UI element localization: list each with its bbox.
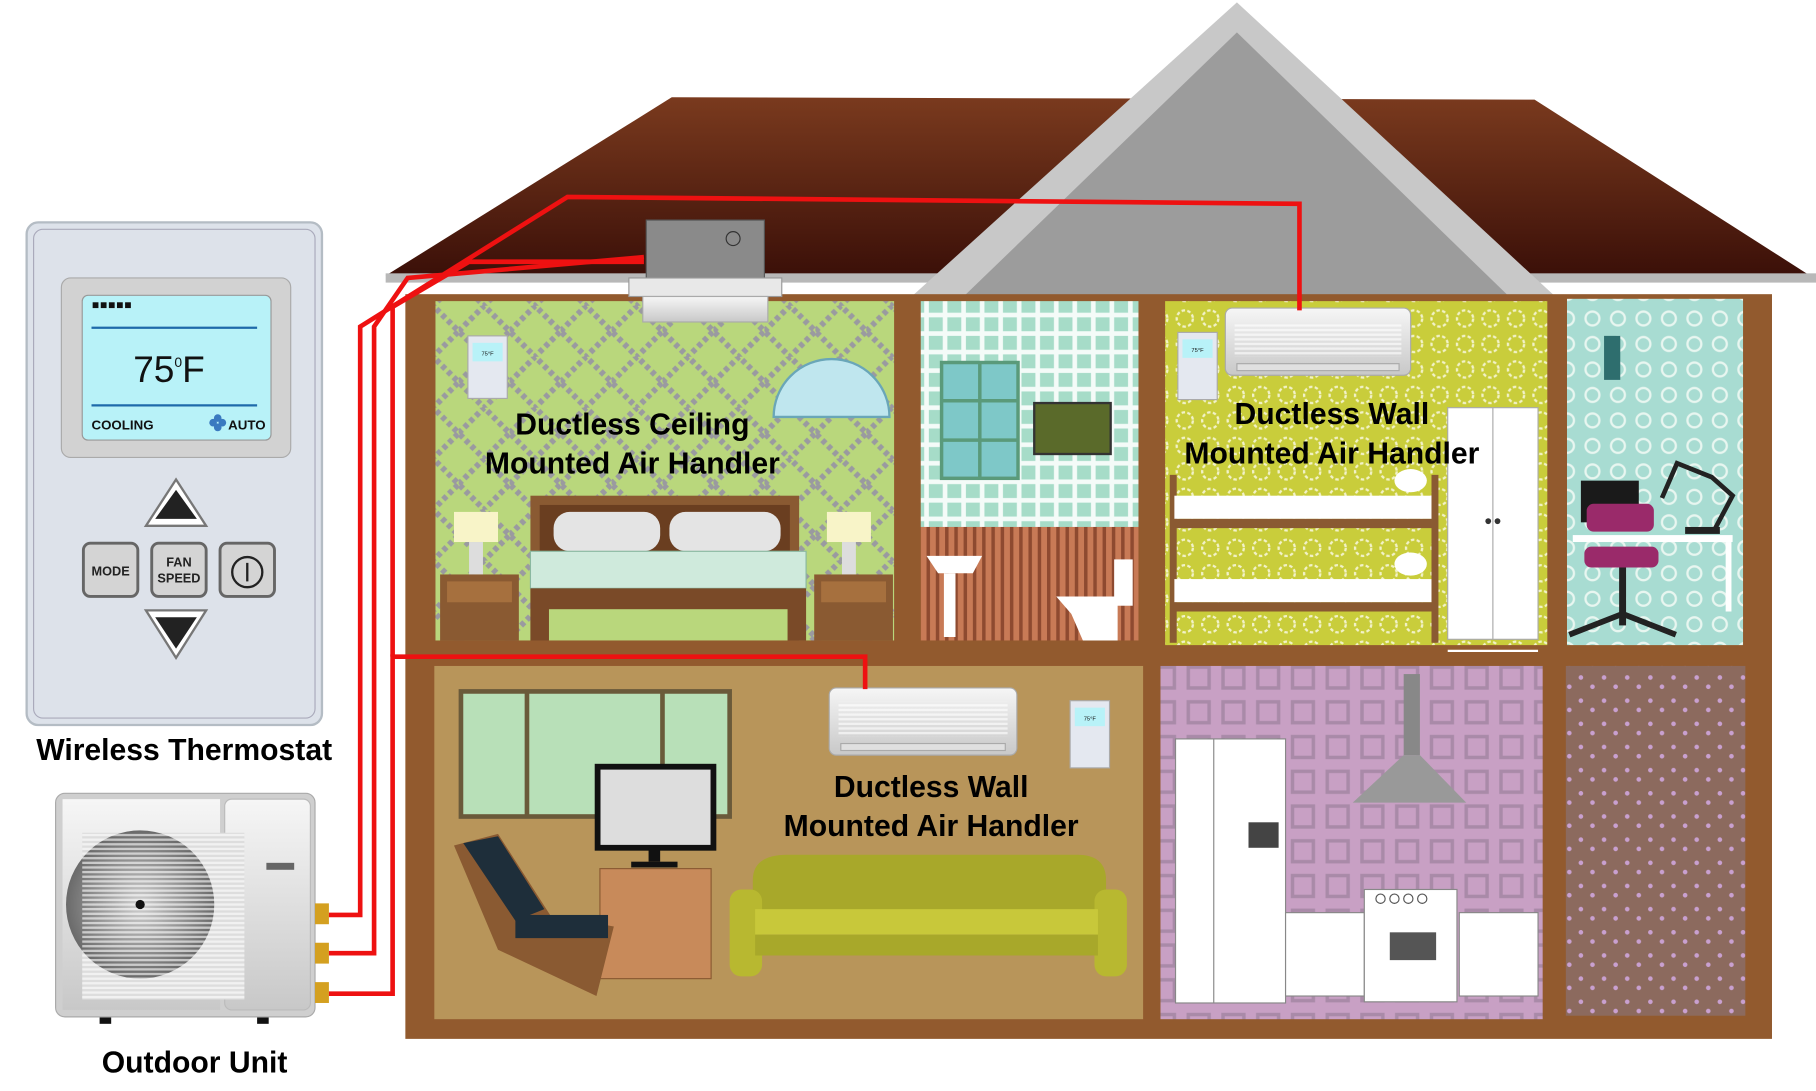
thermostat-fan-status: AUTO bbox=[228, 418, 265, 433]
outdoor-unit bbox=[55, 792, 329, 1024]
mode-button[interactable]: MODE bbox=[81, 541, 140, 598]
wardrobe bbox=[1447, 407, 1539, 653]
toilet bbox=[1056, 559, 1133, 641]
up-arrow-icon[interactable] bbox=[143, 477, 209, 527]
nightstand-right bbox=[814, 511, 893, 641]
fan-window bbox=[772, 357, 891, 419]
armchair bbox=[454, 833, 614, 997]
refrigerant-line-ceiling bbox=[328, 254, 645, 956]
thermostat-temperature: 750F bbox=[133, 348, 205, 390]
mini-thermostat-temp: 75°F bbox=[1191, 348, 1204, 354]
mini-thermostat-kids: 75°F bbox=[1177, 331, 1218, 401]
fan-speed-label-line2: SPEED bbox=[157, 571, 200, 586]
wireless-thermostat: 750F COOLING AUTO bbox=[25, 221, 324, 727]
label-ceiling-handler-line2: Mounted Air Handler bbox=[485, 448, 780, 481]
label-wall-handler-upstairs-line2: Mounted Air Handler bbox=[1184, 437, 1479, 470]
fan-speed-label-line1: FAN bbox=[166, 554, 191, 569]
refrigerant-lines bbox=[328, 194, 1302, 997]
mode-button-label: MODE bbox=[92, 564, 130, 579]
fan-speed-button[interactable]: FAN SPEED bbox=[150, 541, 208, 598]
thermostat-mode-status: COOLING bbox=[91, 418, 153, 433]
wall-air-handler-upstairs bbox=[1224, 307, 1412, 376]
power-icon bbox=[231, 555, 264, 589]
mini-thermostat-temp: 75°F bbox=[481, 352, 494, 358]
signal-bars-icon bbox=[92, 302, 131, 309]
kitchen-cabinets bbox=[1284, 888, 1539, 1003]
office bbox=[1566, 298, 1744, 646]
label-wall-handler-living-line2: Mounted Air Handler bbox=[784, 810, 1079, 843]
wall-air-handler-living bbox=[828, 687, 1018, 756]
range-hood bbox=[1352, 674, 1467, 803]
tv bbox=[594, 763, 717, 980]
forest-picture bbox=[1033, 401, 1112, 456]
nightstand-left bbox=[440, 511, 519, 641]
label-wall-handler-living-line1: Ductless Wall bbox=[834, 771, 1029, 804]
label-ceiling-handler-line1: Ductless Ceiling bbox=[515, 408, 749, 441]
mini-thermostat-master: 75°F bbox=[467, 335, 508, 399]
refrigerant-line-ceiling-2 bbox=[390, 259, 644, 657]
office-furniture bbox=[1568, 335, 1736, 638]
refrigerator bbox=[1174, 738, 1287, 1004]
bathroom-window bbox=[939, 360, 1020, 481]
mini-thermostat-living: 75°F bbox=[1069, 700, 1111, 769]
gable-inner bbox=[961, 32, 1512, 299]
bunk-bed bbox=[1169, 469, 1439, 643]
mini-thermostat-temp: 75°F bbox=[1084, 716, 1097, 722]
label-outdoor-unit: Outdoor Unit bbox=[102, 1046, 288, 1079]
ceiling-air-handler bbox=[628, 219, 783, 323]
sofa bbox=[729, 854, 1127, 977]
fan-icon bbox=[209, 414, 227, 432]
label-wireless-thermostat: Wireless Thermostat bbox=[36, 734, 332, 767]
refrigerant-line-upstairs-wall bbox=[328, 194, 1302, 918]
label-wall-handler-upstairs-line1: Ductless Wall bbox=[1235, 398, 1430, 431]
bed bbox=[529, 495, 807, 641]
sink bbox=[926, 555, 983, 637]
power-button[interactable] bbox=[218, 541, 276, 598]
down-arrow-icon[interactable] bbox=[143, 609, 209, 661]
closet bbox=[1565, 665, 1746, 1016]
